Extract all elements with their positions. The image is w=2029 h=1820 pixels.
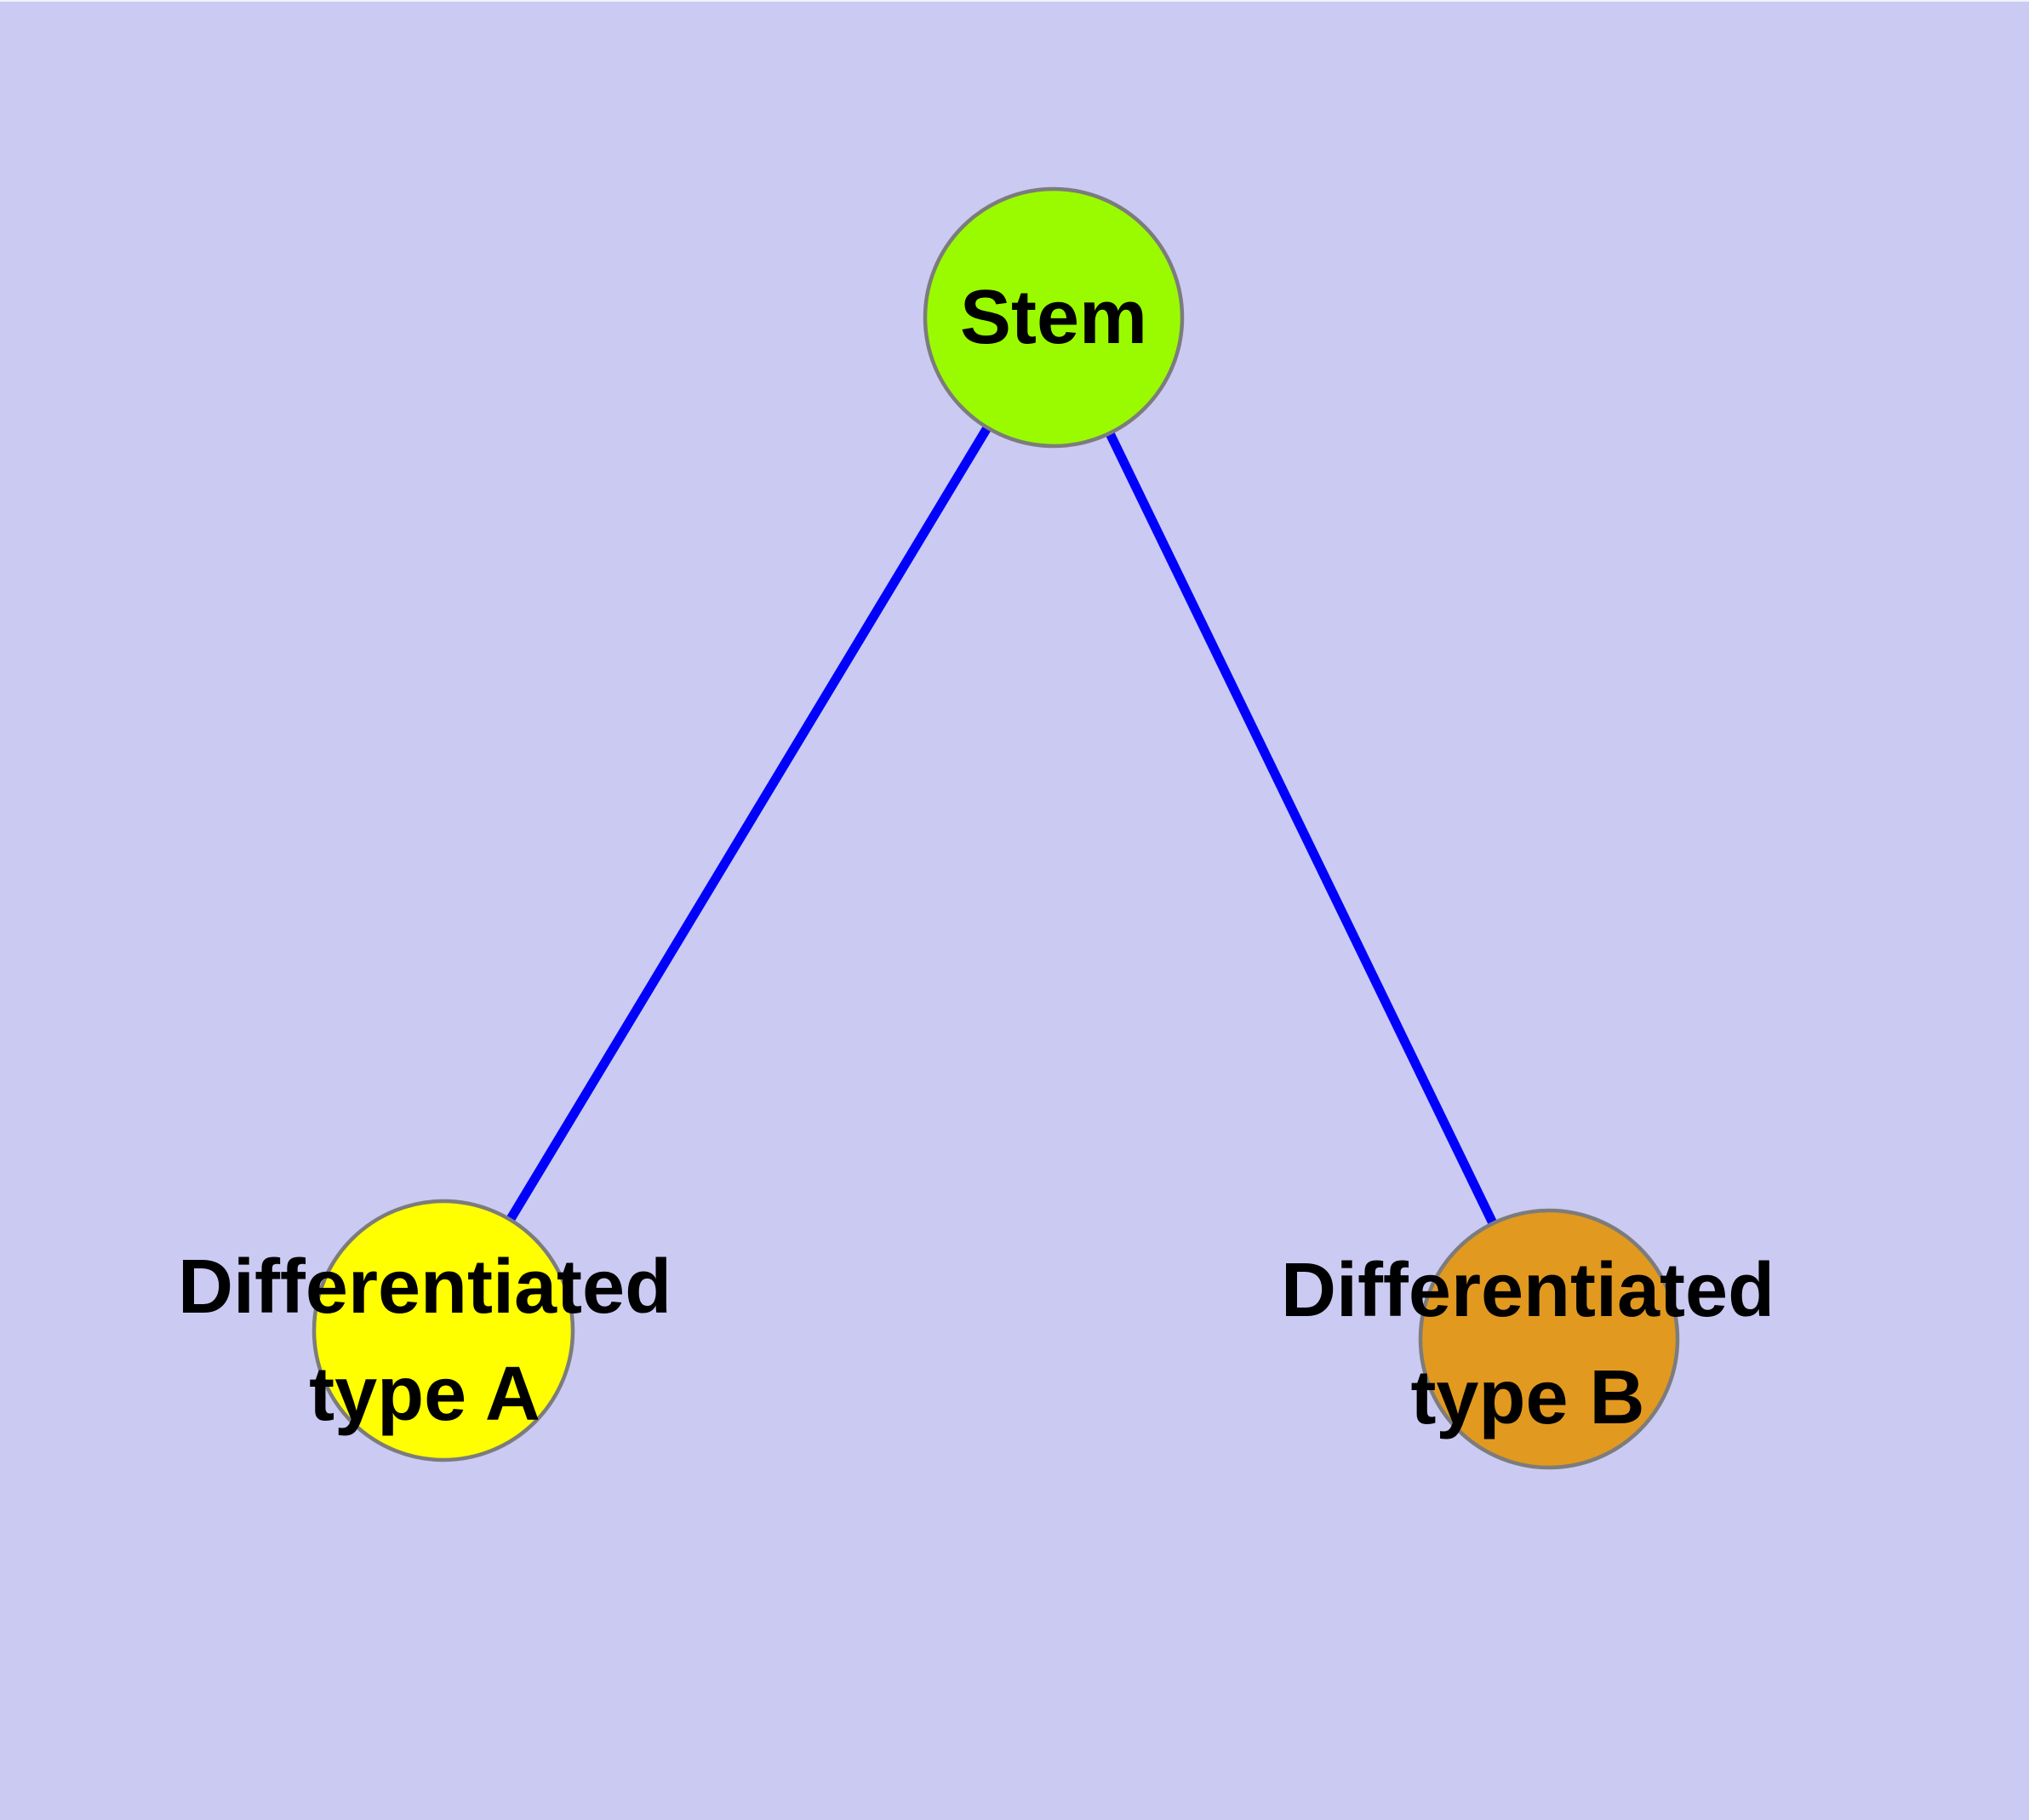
edge-stem-type-a: [439, 315, 1058, 1333]
top-edge-highlight: [0, 0, 2029, 2]
node-label-type-b-line1: Differentiated: [1280, 1248, 1775, 1333]
node-stem: [923, 186, 1185, 449]
node-label-stem-text: Stem: [959, 275, 1148, 360]
node-label-type-b-line2: type B: [1410, 1355, 1645, 1440]
node-label-type-a-line1: Differentiated: [177, 1245, 672, 1330]
node-label-stem: Stem: [960, 264, 1147, 371]
node-label-type-a-line2: type A: [309, 1352, 540, 1437]
node-label-type-b: Differentiated type B: [1281, 1237, 1775, 1451]
node-type-b: [1418, 1208, 1680, 1470]
node-type-a: [311, 1199, 575, 1462]
node-label-type-a: Differentiated type A: [178, 1233, 672, 1448]
edge-stem-type-b: [1049, 315, 1553, 1342]
